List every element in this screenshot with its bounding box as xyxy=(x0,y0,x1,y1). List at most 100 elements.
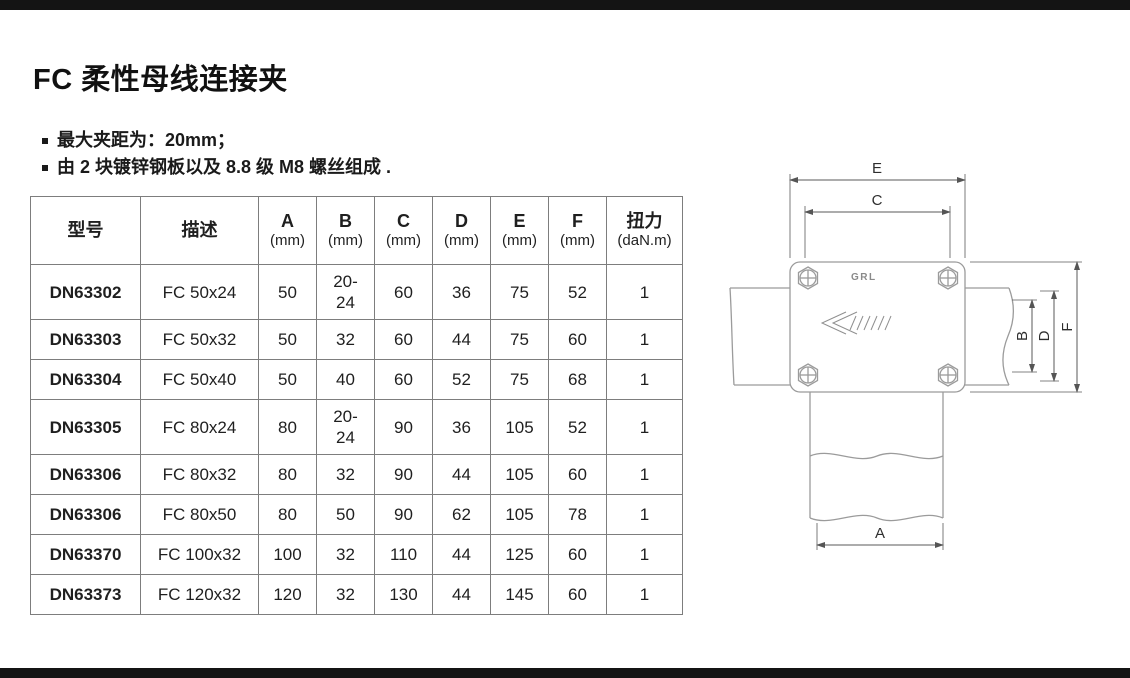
dim-label-f: F xyxy=(1059,322,1076,331)
cell-e: 145 xyxy=(490,574,549,615)
cell-c: 90 xyxy=(374,399,433,455)
feature-item: 最大夹距为：20mm； xyxy=(42,127,391,154)
cell-e: 125 xyxy=(490,534,549,575)
cell-e: 75 xyxy=(490,264,549,320)
cell-model: DN63304 xyxy=(30,359,141,400)
cell-a: 80 xyxy=(258,494,317,535)
cell-e: 105 xyxy=(490,399,549,455)
cell-model: DN63303 xyxy=(30,319,141,360)
dim-label-b: B xyxy=(1014,331,1031,341)
cell-c: 110 xyxy=(374,534,433,575)
cell-desc: FC 80x50 xyxy=(140,494,259,535)
bolt-icon xyxy=(797,363,819,387)
cell-d: 36 xyxy=(432,399,491,455)
cell-c: 90 xyxy=(374,454,433,495)
cell-model: DN63305 xyxy=(30,399,141,455)
cell-b: 32 xyxy=(316,574,375,615)
bolt-icon xyxy=(937,266,959,290)
cell-d: 44 xyxy=(432,534,491,575)
bolt-icon xyxy=(937,363,959,387)
brand-label: GRL xyxy=(851,272,877,283)
cell-d: 52 xyxy=(432,359,491,400)
cell-model: DN63306 xyxy=(30,494,141,535)
cell-a: 50 xyxy=(258,359,317,400)
feature-text: 最大夹距为：20mm； xyxy=(57,130,236,150)
cell-c: 130 xyxy=(374,574,433,615)
cell-d: 36 xyxy=(432,264,491,320)
cell-b: 32 xyxy=(316,454,375,495)
dim-b: B xyxy=(1012,299,1037,373)
cell-torque: 1 xyxy=(606,319,683,360)
cell-b: 32 xyxy=(316,534,375,575)
cell-b-value: 32 xyxy=(336,585,355,604)
cell-f: 60 xyxy=(548,454,607,495)
dim-label-a: A xyxy=(875,525,885,542)
cell-c: 60 xyxy=(374,319,433,360)
header-d: D(mm) xyxy=(432,196,491,265)
cell-a: 50 xyxy=(258,264,317,320)
cell-model: DN63306 xyxy=(30,454,141,495)
cell-d: 62 xyxy=(432,494,491,535)
cell-e: 75 xyxy=(490,359,549,400)
header-c: C(mm) xyxy=(374,196,433,265)
cell-desc: FC 50x32 xyxy=(140,319,259,360)
cell-f: 60 xyxy=(548,534,607,575)
cell-e: 105 xyxy=(490,494,549,535)
cell-b: 50 xyxy=(316,494,375,535)
header-model: 型号 xyxy=(30,196,141,265)
cell-b: 32 xyxy=(316,319,375,360)
feature-list: 最大夹距为：20mm； 由 2 块镀锌钢板以及 8.8 级 M8 螺丝组成 . xyxy=(42,127,391,181)
table-header-row: 型号 描述 A(mm) B(mm) C(mm) D(mm) E(mm) F(mm… xyxy=(30,196,683,265)
cell-d: 44 xyxy=(432,574,491,615)
cell-f: 78 xyxy=(548,494,607,535)
cell-b-value: 50 xyxy=(336,505,355,524)
cell-a: 50 xyxy=(258,319,317,360)
cell-f: 52 xyxy=(548,264,607,320)
cell-b-value: 20-24 xyxy=(333,272,358,312)
dim-e: E xyxy=(789,160,966,258)
cell-b-value: 32 xyxy=(336,330,355,349)
cell-model: DN63302 xyxy=(30,264,141,320)
cell-d: 44 xyxy=(432,319,491,360)
spec-table: 型号 描述 A(mm) B(mm) C(mm) D(mm) E(mm) F(mm… xyxy=(30,196,683,615)
cell-b-value: 32 xyxy=(336,545,355,564)
dim-label-c: C xyxy=(872,192,883,209)
cell-model: DN63370 xyxy=(30,534,141,575)
cell-c: 60 xyxy=(374,264,433,320)
cell-b-value: 20-24 xyxy=(333,407,358,447)
dim-label-e: E xyxy=(872,160,882,177)
cell-torque: 1 xyxy=(606,454,683,495)
bottom-black-bar xyxy=(0,668,1130,678)
cell-b-value: 32 xyxy=(336,465,355,484)
dim-a: A xyxy=(816,523,944,550)
cell-a: 80 xyxy=(258,454,317,495)
cell-c: 90 xyxy=(374,494,433,535)
top-black-bar xyxy=(0,0,1130,10)
header-f: F(mm) xyxy=(548,196,607,265)
cell-desc: FC 80x32 xyxy=(140,454,259,495)
feature-item: 由 2 块镀锌钢板以及 8.8 级 M8 螺丝组成 . xyxy=(42,154,391,181)
header-desc: 描述 xyxy=(140,196,259,265)
cell-desc: FC 50x40 xyxy=(140,359,259,400)
cell-torque: 1 xyxy=(606,534,683,575)
product-diagram: GRL E C xyxy=(729,160,1082,550)
cell-a: 100 xyxy=(258,534,317,575)
busbar-left xyxy=(729,287,792,386)
cell-model: DN63373 xyxy=(30,574,141,615)
page-title: FC 柔性母线连接夹 xyxy=(33,64,288,96)
cell-f: 60 xyxy=(548,574,607,615)
dim-f: F xyxy=(970,261,1082,393)
cell-torque: 1 xyxy=(606,399,683,455)
dim-label-d: D xyxy=(1036,330,1053,341)
busbar-bottom xyxy=(809,392,944,522)
cell-b: 20-24 xyxy=(316,264,375,320)
cell-torque: 1 xyxy=(606,359,683,400)
cell-d: 44 xyxy=(432,454,491,495)
